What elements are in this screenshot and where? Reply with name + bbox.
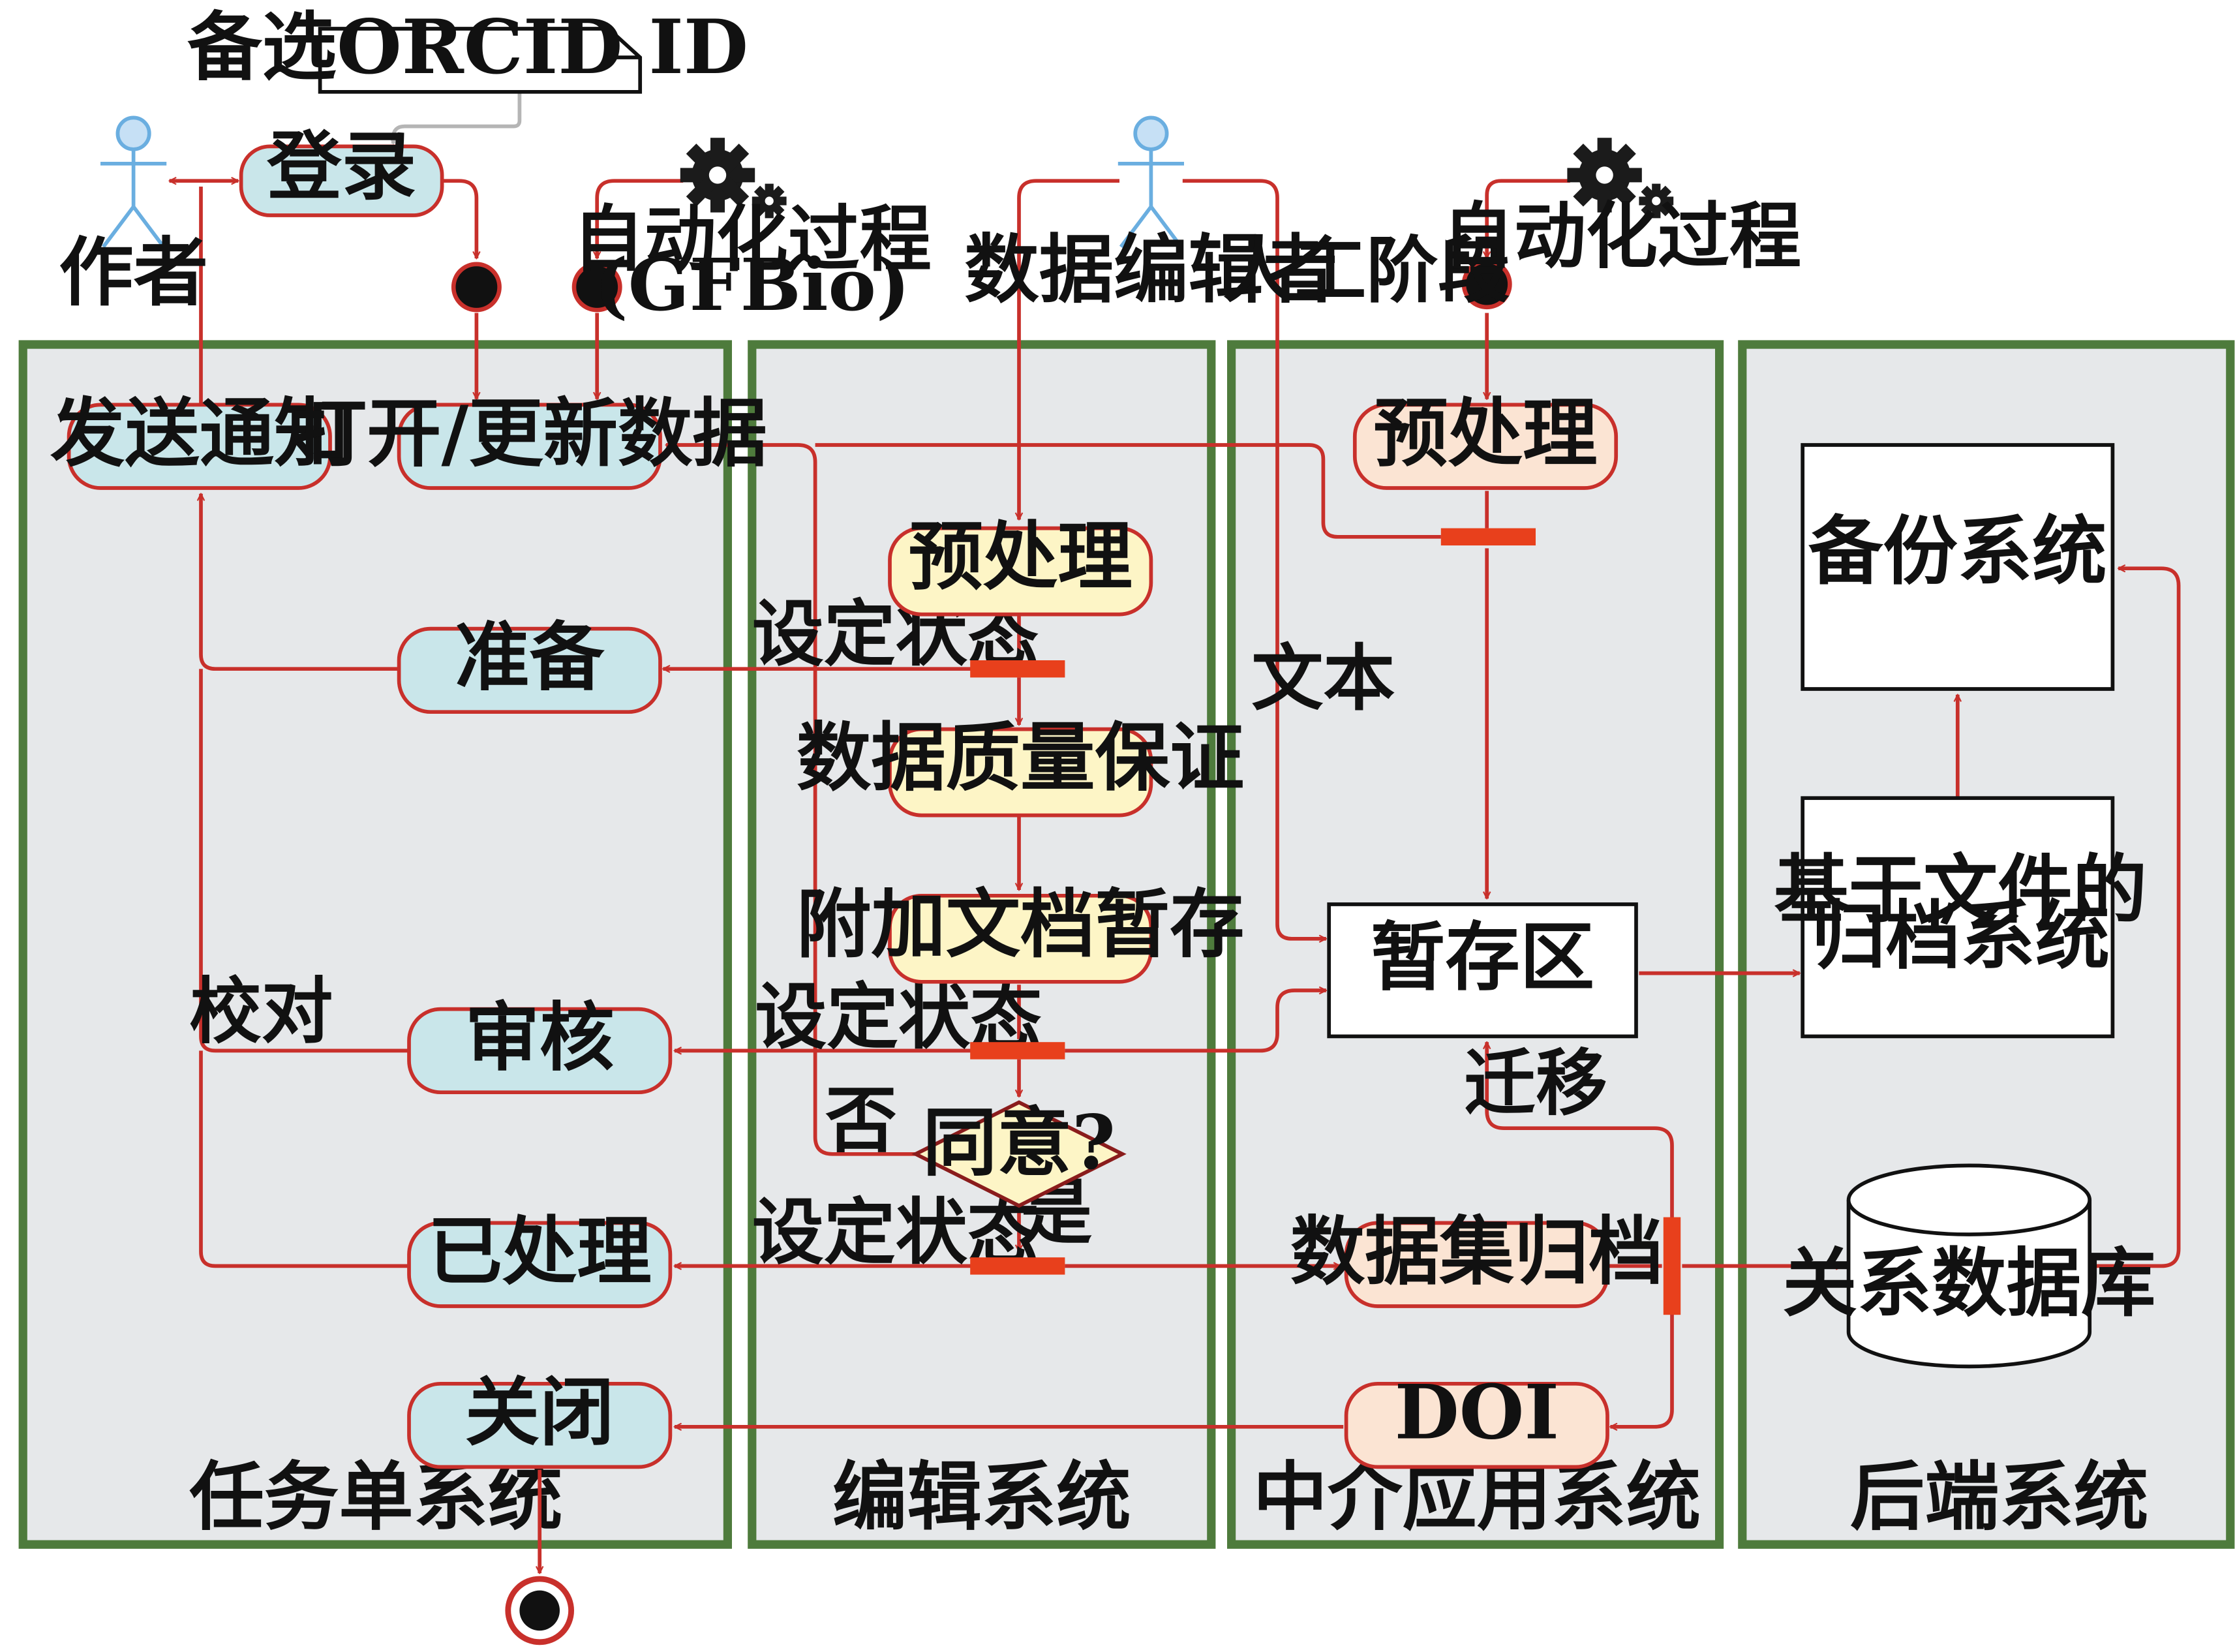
sync-bar-2 <box>970 1042 1065 1060</box>
lane-title-editor: 编辑系统 <box>832 1453 1131 1540</box>
connector-login-start <box>442 179 477 258</box>
connector-vbar-doi <box>1610 1311 1674 1427</box>
lane-title-backend: 后端系统 <box>1850 1453 2149 1540</box>
orcid-note-text: 备选ORCID ID <box>187 3 748 91</box>
close-text: 关闭 <box>465 1368 615 1456</box>
gear-icon-auto <box>1567 138 1674 219</box>
label-migrate: 迁移 <box>1464 1041 1607 1125</box>
gear-icon-gfbio <box>680 138 787 219</box>
prepare-text: 准备 <box>455 613 605 701</box>
start-node-login <box>451 262 502 313</box>
login-node-text: 登录 <box>266 123 416 210</box>
preprocess-editor-text: 预处理 <box>909 513 1133 600</box>
sync-bar-mw <box>1440 528 1536 545</box>
connector-auto-dot <box>1487 179 1570 258</box>
doi-node <box>1344 1381 1609 1469</box>
close-node <box>407 1381 673 1469</box>
agree-decision-text: 同意? <box>922 1099 1116 1186</box>
attach-staging-text: 附加文档暂存 <box>797 880 1244 968</box>
file-archive-node <box>1801 796 2115 1039</box>
processed-text: 已处理 <box>428 1208 652 1295</box>
connector-bar2-staging <box>1065 990 1326 1053</box>
label-gfbio: (GFBio) <box>594 243 910 327</box>
staging-area-node <box>1327 902 1638 1039</box>
data-qa-node <box>888 727 1153 818</box>
backup-system-text: 备份系统 <box>1808 507 2107 594</box>
relational-db-node <box>1846 1163 2092 1369</box>
preprocess-mw-text: 预处理 <box>1373 390 1597 477</box>
data-editor-actor-icon <box>1118 115 1185 249</box>
attach-staging-node <box>888 893 1153 984</box>
connector-prepare-notice <box>201 494 399 671</box>
start-node-manual <box>1461 259 1512 310</box>
connector-note-login <box>393 91 522 144</box>
connector-mwbar-open <box>815 443 1441 539</box>
sync-bar-vertical <box>1663 1217 1681 1315</box>
label-no: 否 <box>825 1078 897 1163</box>
label-auto-process: 自动化过程 <box>1442 194 1801 278</box>
connector-review-notice <box>199 669 410 1053</box>
sync-bar-1 <box>970 660 1065 678</box>
label-text: 文本 <box>1251 636 1395 720</box>
processed-node <box>407 1221 673 1308</box>
end-node <box>505 1576 575 1645</box>
review-text: 审核 <box>465 994 615 1081</box>
author-label: 作者 <box>59 229 208 316</box>
doi-text: DOI <box>1395 1368 1559 1456</box>
connector-db-backup <box>2092 568 2181 1268</box>
open-update-node <box>397 403 662 490</box>
author-actor-icon <box>100 115 167 249</box>
preprocess-mw-node <box>1352 403 1619 490</box>
connector-agree-no-open <box>666 445 919 1156</box>
relational-db-text: 关系数据库 <box>1782 1239 2155 1326</box>
backup-system-node <box>1801 443 2115 691</box>
orcid-note: 备选ORCID ID <box>187 3 748 94</box>
preprocess-editor-node <box>888 526 1153 617</box>
prepare-node <box>397 626 662 714</box>
send-notice-node <box>67 403 332 490</box>
lane-ticket-system <box>18 340 733 1549</box>
login-node <box>239 144 444 217</box>
review-node <box>407 1007 673 1095</box>
send-notice-text: 发送通知 <box>50 390 349 477</box>
connector-editor-staging <box>1182 179 1326 939</box>
file-archive-text-1: 基于文件的 <box>1774 846 2147 934</box>
data-qa-text: 数据质量保证 <box>797 714 1244 801</box>
connector-processed-notice <box>199 1050 410 1268</box>
label-proofread: 校对 <box>189 969 333 1053</box>
data-editor-label: 数据编辑者 <box>964 226 1337 313</box>
label-auto-gfbio: 自动化过程 <box>573 197 932 281</box>
staging-area-text: 暂存区 <box>1371 913 1594 1001</box>
label-manual-stage: 人工阶段 <box>1223 228 1510 313</box>
connector-vbar-staging <box>1487 1042 1674 1221</box>
agree-decision <box>911 1100 1127 1208</box>
connector-editor-preprocess <box>1019 179 1120 519</box>
dataset-archive-node <box>1344 1221 1609 1308</box>
sync-bar-3 <box>970 1257 1065 1275</box>
dataset-archive-text: 数据集归档 <box>1290 1208 1664 1295</box>
connector-gfbio-start <box>597 179 684 258</box>
start-node-gfbio <box>571 262 622 313</box>
open-update-text: 打开/更新数据 <box>292 390 767 477</box>
file-archive-text-2: 归档系统 <box>1811 892 2110 979</box>
